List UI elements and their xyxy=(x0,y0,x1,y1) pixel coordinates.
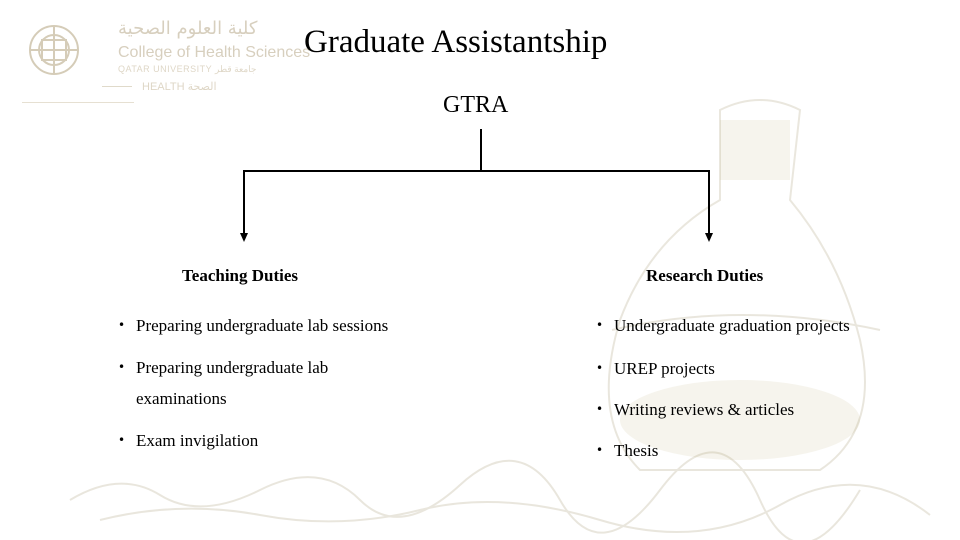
bullet-icon: • xyxy=(118,425,125,456)
bullet-icon: • xyxy=(118,352,125,383)
list-item-text: Exam invigilation xyxy=(136,431,258,450)
bullet-icon: • xyxy=(118,310,125,341)
bullet-icon: • xyxy=(596,310,603,341)
left-arrow-head xyxy=(240,233,248,242)
research-duties-heading: Research Duties xyxy=(646,266,763,286)
list-item: • Thesis xyxy=(596,435,896,466)
list-item: • Writing reviews & articles xyxy=(596,394,896,425)
list-item: • Preparing undergraduate lab sessions xyxy=(118,310,418,341)
right-arrow-head xyxy=(705,233,713,242)
list-item: • Exam invigilation xyxy=(118,425,418,456)
bullet-icon: • xyxy=(596,435,603,466)
teaching-duties-heading: Teaching Duties xyxy=(182,266,298,286)
list-item-text: Thesis xyxy=(614,441,658,460)
bullet-icon: • xyxy=(596,353,603,384)
list-item-text: Writing reviews & articles xyxy=(614,400,794,419)
list-item: • Preparing undergraduate lab examination… xyxy=(118,352,418,414)
list-item-text: Undergraduate graduation projects xyxy=(614,316,850,335)
list-item-text: Preparing undergraduate lab examinations xyxy=(136,358,328,408)
list-item: • UREP projects xyxy=(596,353,896,384)
teaching-duties-list: • Preparing undergraduate lab sessions • P… xyxy=(118,310,418,467)
list-item-text: Preparing undergraduate lab sessions xyxy=(136,316,388,335)
research-duties-list: • Undergraduate graduation projects • UREP… xyxy=(596,310,896,466)
bullet-icon: • xyxy=(596,394,603,425)
list-item-text: UREP projects xyxy=(614,359,715,378)
list-item: • Undergraduate graduation projects xyxy=(596,310,896,341)
